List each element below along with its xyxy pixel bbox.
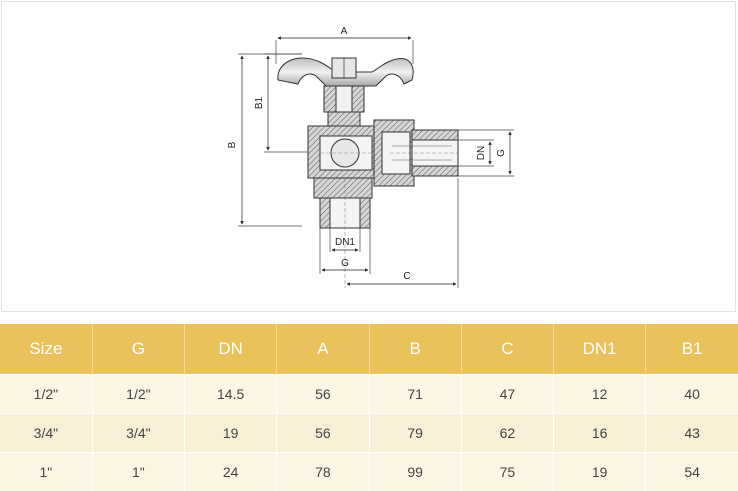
table-cell: 1" xyxy=(92,453,184,491)
table-cell: 75 xyxy=(461,453,553,491)
valve-side-outlet xyxy=(374,120,458,186)
table-cell: 71 xyxy=(369,375,461,414)
dim-label-g-bottom: G xyxy=(341,258,349,269)
table-cell: 78 xyxy=(277,453,369,491)
table-cell: 19 xyxy=(185,414,277,453)
table-cell: 3/4" xyxy=(92,414,184,453)
dimension-dn-g: DN G xyxy=(458,130,514,176)
table-row: 1/2" 1/2" 14.5 56 71 47 12 40 xyxy=(0,375,738,414)
table-cell: 14.5 xyxy=(185,375,277,414)
valve-handle xyxy=(278,58,413,86)
table-row: 3/4" 3/4" 19 56 79 62 16 43 xyxy=(0,414,738,453)
header-dn: DN xyxy=(185,324,277,375)
dim-label-dn: DN xyxy=(476,146,487,160)
header-g: G xyxy=(92,324,184,375)
table-cell: 99 xyxy=(369,453,461,491)
table-cell: 79 xyxy=(369,414,461,453)
dim-label-a: A xyxy=(341,26,348,37)
dim-label-dn1: DN1 xyxy=(335,237,355,248)
valve-bottom-inlet xyxy=(314,178,372,288)
table-cell: 62 xyxy=(461,414,553,453)
dim-label-b: B xyxy=(227,141,238,148)
table-cell: 1/2" xyxy=(0,375,92,414)
table-cell: 43 xyxy=(646,414,738,453)
table-cell: 1" xyxy=(0,453,92,491)
dim-label-b1: B1 xyxy=(254,96,265,109)
header-dn1: DN1 xyxy=(554,324,646,375)
valve-stem xyxy=(324,86,364,128)
table-cell: 16 xyxy=(554,414,646,453)
table-cell: 19 xyxy=(554,453,646,491)
valve-body xyxy=(308,126,380,178)
specification-table: Size G DN A B C DN1 B1 1/2" 1/2" 14.5 56… xyxy=(0,324,738,491)
table-cell: 24 xyxy=(185,453,277,491)
dim-label-g-side: G xyxy=(496,149,507,157)
header-a: A xyxy=(277,324,369,375)
header-b: B xyxy=(369,324,461,375)
table-cell: 40 xyxy=(646,375,738,414)
table-cell: 56 xyxy=(277,414,369,453)
table-cell: 1/2" xyxy=(92,375,184,414)
table-cell: 12 xyxy=(554,375,646,414)
table-header-row: Size G DN A B C DN1 B1 xyxy=(0,324,738,375)
table-row: 1" 1" 24 78 99 75 19 54 xyxy=(0,453,738,491)
technical-drawing-panel: A B B1 xyxy=(1,1,736,312)
table-cell: 56 xyxy=(277,375,369,414)
header-c: C xyxy=(461,324,553,375)
table-cell: 47 xyxy=(461,375,553,414)
header-b1: B1 xyxy=(646,324,738,375)
table-cell: 54 xyxy=(646,453,738,491)
table-cell: 3/4" xyxy=(0,414,92,453)
valve-drawing: A B B1 xyxy=(2,2,737,313)
dimension-dn1: DN1 xyxy=(330,228,360,252)
dim-label-c: C xyxy=(403,271,410,282)
header-size: Size xyxy=(0,324,92,375)
